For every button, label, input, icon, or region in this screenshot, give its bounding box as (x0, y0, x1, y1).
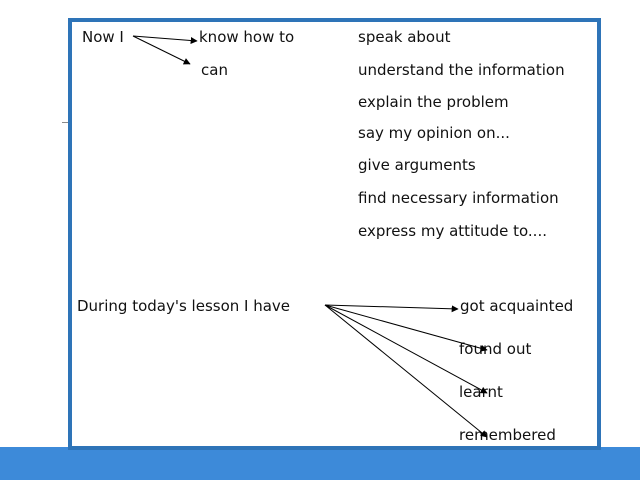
arrow-to-can (132, 35, 191, 65)
skill-item: find necessary information (358, 189, 559, 207)
skill-item: express my attitude to.... (358, 222, 547, 240)
skill-item: give arguments (358, 156, 476, 174)
stray-line (62, 122, 68, 123)
outcome-item: got acquainted (460, 297, 574, 315)
outcome-item: found out (459, 340, 532, 358)
arrow-to-know-how-to (132, 35, 198, 44)
source-now-i: Now I (82, 28, 124, 46)
diagram-frame (68, 18, 601, 450)
arrow-to-learnt (324, 304, 488, 394)
modal-can: can (201, 61, 228, 79)
source-during-lesson: During today's lesson I have (77, 297, 291, 315)
arrow-to-got-acquainted (324, 304, 459, 313)
arrow-to-remembered (324, 304, 488, 438)
skill-item: speak about (358, 28, 451, 46)
arrow-to-found-out (324, 304, 488, 352)
modal-know-how-to: know how to (199, 28, 295, 46)
skill-item: explain the problem (358, 93, 509, 111)
skill-item: say my opinion on... (358, 124, 510, 142)
bottom-bar (0, 447, 640, 480)
skill-item: understand the information (358, 61, 565, 79)
